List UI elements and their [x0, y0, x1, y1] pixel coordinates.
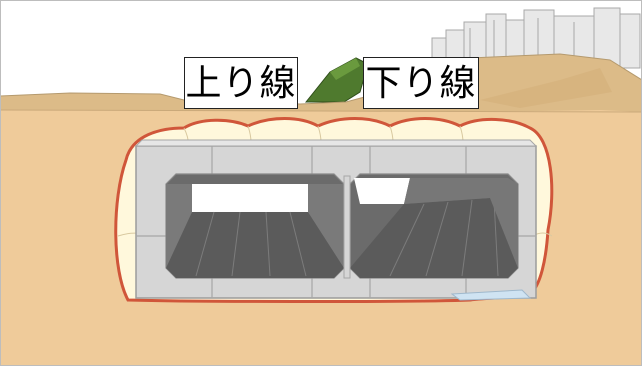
- down-line-label: 下り線: [363, 57, 479, 109]
- box-culvert: [134, 139, 538, 299]
- left-chamber: [165, 173, 345, 279]
- up-line-label: 上り線: [184, 57, 298, 109]
- right-chamber: [349, 173, 519, 279]
- water: [450, 289, 532, 301]
